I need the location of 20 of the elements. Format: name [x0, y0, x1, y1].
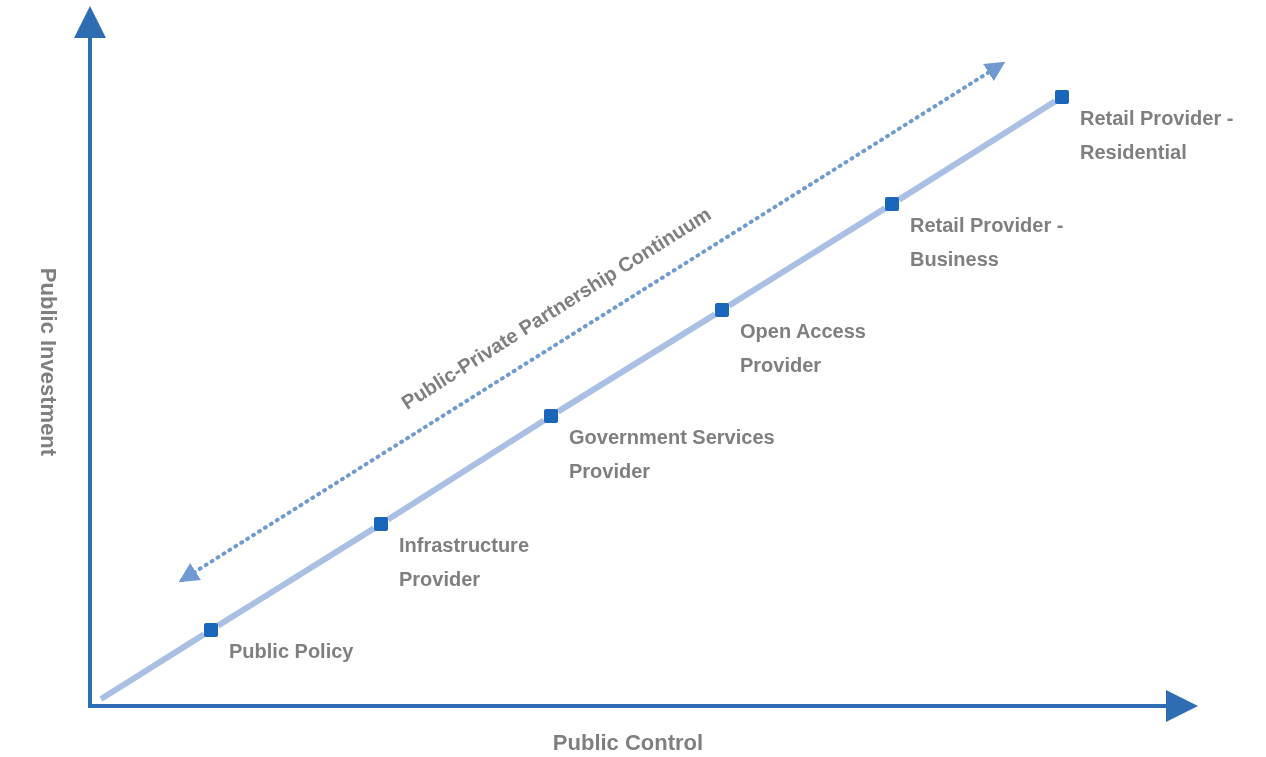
point-marker	[544, 409, 558, 423]
line-segment	[556, 311, 717, 415]
line-segment	[216, 525, 376, 629]
line-segment	[386, 417, 546, 523]
point-marker	[374, 517, 388, 531]
point-label: Government Services Provider	[569, 425, 776, 484]
line-segment	[99, 631, 206, 702]
point-marker	[1055, 90, 1069, 104]
axis-title: Public Investment	[34, 267, 62, 457]
line-segment	[897, 98, 1057, 203]
point-label: Infrastructure Provider	[399, 533, 531, 592]
point-marker	[715, 303, 729, 317]
axis-title: Public Control	[552, 728, 704, 757]
line-segment	[727, 205, 887, 309]
point-label: Public Policy	[229, 639, 355, 664]
point-label: Open Access Provider	[740, 319, 867, 378]
point-marker	[204, 623, 218, 637]
point-label: Retail Provider - Residential	[1080, 106, 1235, 165]
point-marker	[885, 197, 899, 211]
point-label: Retail Provider - Business	[910, 213, 1065, 272]
